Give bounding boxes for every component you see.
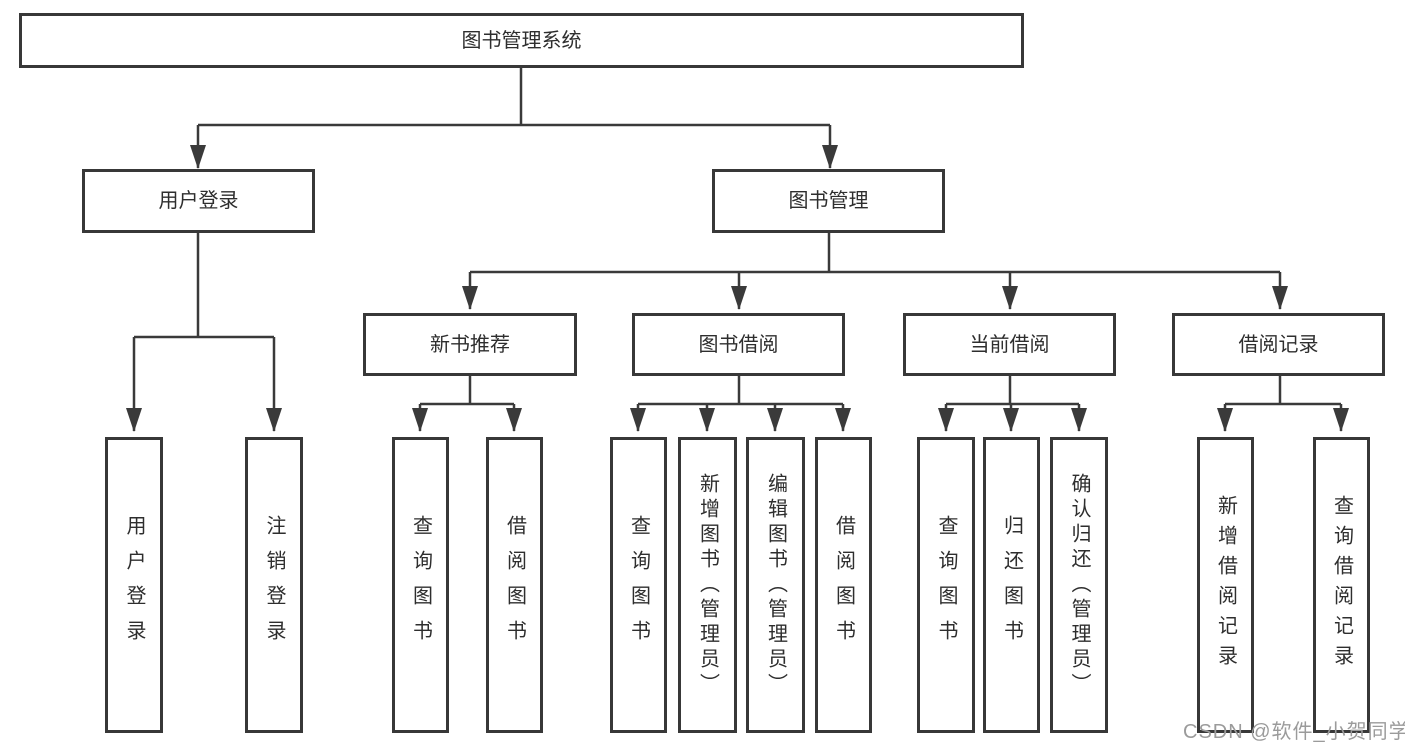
node-label: 新增借阅记录 <box>1214 495 1237 675</box>
node-label: 图书借阅 <box>698 333 779 356</box>
node-new-book-recommend: 新书推荐 <box>363 313 577 376</box>
leaf-borrow-books: 借阅图书 <box>815 437 872 733</box>
node-user-login: 用户登录 <box>82 169 315 233</box>
node-book-management: 图书管理 <box>712 169 945 233</box>
node-label: 查询图书 <box>409 515 432 655</box>
node-label: 用户登录 <box>123 515 145 655</box>
leaf-confirm-return-admin: 确认归还（管理员） <box>1050 437 1108 733</box>
node-label: 图书管理 <box>788 190 869 212</box>
node-label: 归还图书 <box>1000 515 1023 655</box>
node-current-borrowing: 当前借阅 <box>903 313 1116 376</box>
leaf-query-books-current: 查询图书 <box>917 437 975 733</box>
node-borrow-records: 借阅记录 <box>1172 313 1385 376</box>
node-label: 新书推荐 <box>430 333 510 356</box>
node-label: 当前借阅 <box>969 333 1050 356</box>
node-label: 查询图书 <box>627 515 650 655</box>
node-label: 借阅图书 <box>503 515 526 655</box>
node-label: 查询图书 <box>935 515 957 655</box>
node-root-library-system: 图书管理系统 <box>19 13 1024 68</box>
node-label: 图书管理系统 <box>461 29 582 52</box>
leaf-add-books-admin: 新增图书（管理员） <box>678 437 737 733</box>
leaf-edit-books-admin: 编辑图书（管理员） <box>746 437 805 733</box>
node-label: 新增图书（管理员） <box>696 472 719 698</box>
leaf-add-borrow-record: 新增借阅记录 <box>1197 437 1254 733</box>
leaf-query-borrow-record: 查询借阅记录 <box>1313 437 1370 733</box>
leaf-user-login: 用户登录 <box>105 437 163 733</box>
leaf-query-books-borrowing: 查询图书 <box>610 437 667 733</box>
node-label: 查询借阅记录 <box>1330 495 1353 675</box>
node-label: 编辑图书（管理员） <box>764 472 787 698</box>
csdn-watermark: CSDN @软件_小贺同学 <box>1183 721 1405 743</box>
leaf-query-books-recommend: 查询图书 <box>392 437 449 733</box>
node-label: 借阅记录 <box>1238 333 1319 356</box>
node-book-borrowing: 图书借阅 <box>632 313 845 376</box>
leaf-logout: 注销登录 <box>245 437 303 733</box>
node-label: 注销登录 <box>263 515 285 655</box>
node-label: 确认归还（管理员） <box>1068 472 1090 698</box>
leaf-borrow-books-recommend: 借阅图书 <box>486 437 543 733</box>
node-label: 借阅图书 <box>832 515 855 655</box>
node-label: 用户登录 <box>158 190 239 212</box>
leaf-return-books: 归还图书 <box>983 437 1040 733</box>
